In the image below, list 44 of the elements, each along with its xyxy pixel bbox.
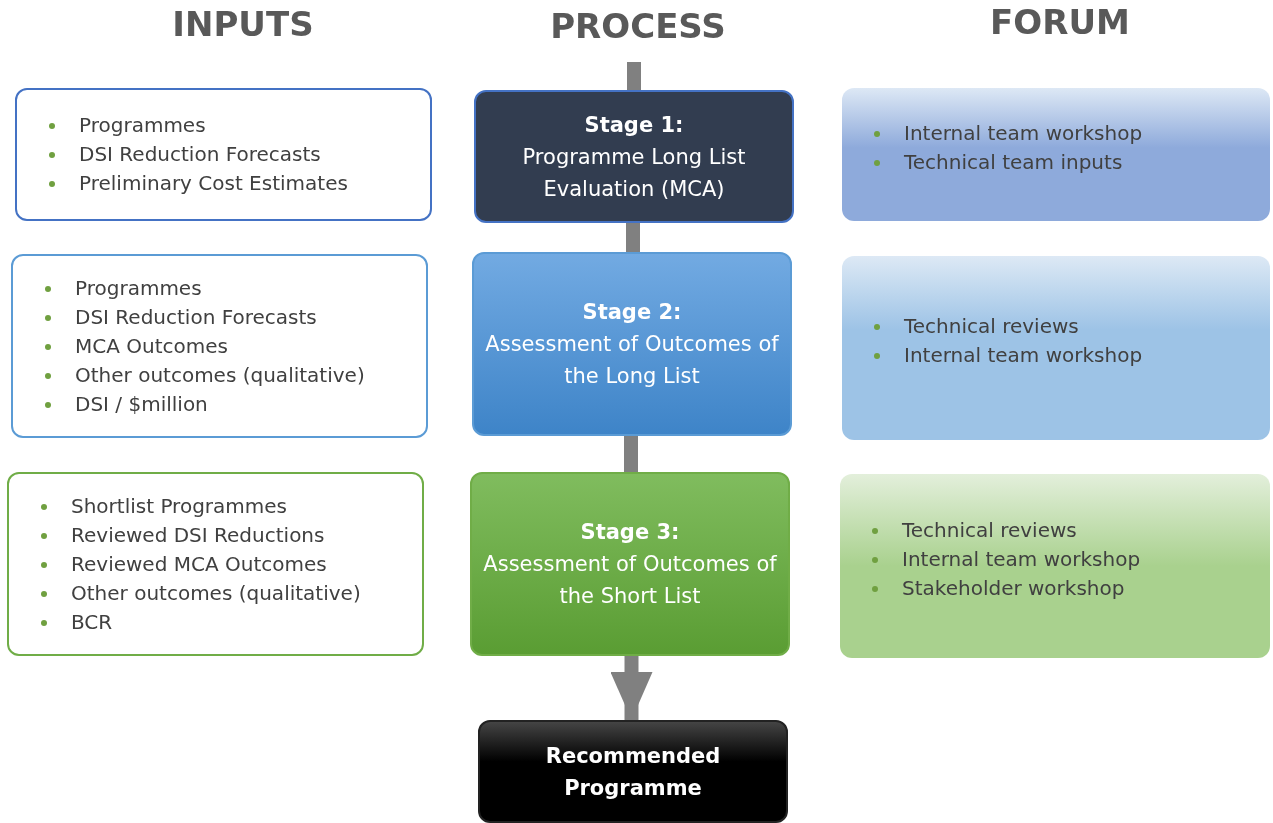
stage-label: Programme Long List Evaluation (MCA) — [521, 143, 747, 203]
bullet-item: Technical team inputs — [842, 147, 1123, 177]
process-box — [478, 720, 788, 823]
stage-heading: Stage 1: — [584, 111, 684, 139]
bullet-item: Programmes — [17, 111, 206, 140]
forum-box — [840, 474, 1270, 658]
bullet-item: Preliminary Cost Estimates — [17, 169, 348, 198]
bullet-item: MCA Outcomes — [13, 331, 228, 361]
bullet-item: Programmes — [13, 273, 202, 303]
stage-label: Assessment of Outcomes of the Short List — [482, 551, 778, 610]
connector-bar — [627, 62, 641, 90]
stage-label: Assessment of Outcomes of the Long List — [484, 331, 780, 390]
bullet-item: Technical reviews — [842, 312, 1079, 341]
process-box — [470, 472, 790, 656]
arrow — [610, 656, 653, 720]
column-heading: INPUTS — [172, 4, 314, 44]
input-list-box — [11, 254, 428, 438]
bullet-item: DSI Reduction Forecasts — [17, 140, 321, 169]
bullet-item: Internal team workshop — [840, 544, 1141, 574]
bullet-item: Internal team workshop — [842, 341, 1143, 370]
input-list-box — [7, 472, 424, 656]
bullet-item: Reviewed DSI Reductions — [9, 520, 325, 550]
process-box — [474, 90, 794, 223]
input-list-box — [15, 88, 432, 221]
forum-box — [842, 88, 1270, 221]
stage-label: Recommended Programme — [544, 742, 722, 802]
bullet-item: Other outcomes (qualitative) — [9, 578, 361, 608]
bullet-item: DSI Reduction Forecasts — [13, 302, 317, 332]
bullet-item: Technical reviews — [840, 515, 1077, 545]
forum-box — [842, 256, 1270, 440]
bullet-item: BCR — [9, 607, 113, 637]
column-heading: FORUM — [990, 2, 1130, 42]
connector-bar — [624, 436, 638, 472]
process-box — [472, 252, 792, 436]
bullet-item: Shortlist Programmes — [9, 491, 287, 521]
bullet-item: Internal team workshop — [842, 118, 1143, 148]
column-heading: PROCESS — [550, 6, 726, 46]
stage-heading: Stage 3: — [580, 519, 680, 546]
bullet-item: Other outcomes (qualitative) — [13, 360, 365, 390]
stage-heading: Stage 2: — [582, 299, 682, 326]
bullet-item: Stakeholder workshop — [840, 573, 1125, 603]
connector-bar — [626, 223, 640, 252]
bullet-item: DSI / $million — [13, 389, 208, 419]
bullet-item: Reviewed MCA Outcomes — [9, 549, 327, 579]
